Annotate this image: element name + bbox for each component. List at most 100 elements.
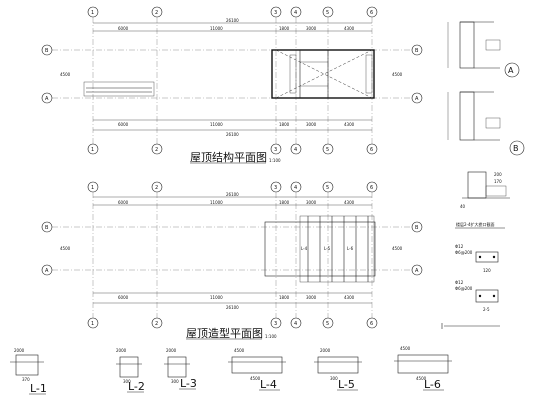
axis-label: 3 xyxy=(274,321,277,327)
plan2-dimensions-bottom: 6000 11000 1800 3000 4300 26100 xyxy=(93,292,372,310)
axis-label: 6 xyxy=(370,321,373,327)
dim-span: 4300 xyxy=(344,122,355,127)
rebar-label: Φ6@200 xyxy=(455,286,473,291)
axis-label: 4 xyxy=(294,147,297,153)
rebar-label: Φ12 xyxy=(455,244,464,249)
dim-label: 4500 xyxy=(234,348,245,353)
axis-label: 2 xyxy=(155,185,158,191)
axis-label: 2 xyxy=(155,147,158,153)
beam-label: L-2 xyxy=(128,380,145,393)
axis-label: A xyxy=(415,96,419,102)
beam-section-l6: 4500 4500 L-6 xyxy=(394,346,452,391)
plan1-dimensions-bottom: 6000 11000 1800 3000 4300 26100 xyxy=(93,119,372,137)
axis-label: 6 xyxy=(370,147,373,153)
plan1-axis-circles-bottom: 1 2 3 4 5 6 xyxy=(87,143,378,155)
beam-tag: L-6 xyxy=(347,246,354,251)
dim-left: 4500 xyxy=(60,246,71,251)
dim-label: 2000 xyxy=(14,348,25,353)
dim-span: 11000 xyxy=(210,122,223,127)
axis-label: 1 xyxy=(91,10,94,16)
axis-label: B xyxy=(415,225,419,231)
axis-label: A xyxy=(45,96,49,102)
detail-note: 楼层2-4扩大檐口截面 xyxy=(456,221,495,227)
dim-span: 1800 xyxy=(279,295,290,300)
detail-section-a: A xyxy=(447,21,520,78)
dim-right: 4500 xyxy=(392,246,403,251)
detail-section-b: B xyxy=(447,91,525,156)
axis-label: 3 xyxy=(274,10,277,16)
rebar-label: Φ12 xyxy=(455,280,464,285)
dim-total: 26100 xyxy=(226,305,239,310)
dim-label: 120 xyxy=(483,268,491,273)
dim-label: 170 xyxy=(494,179,502,184)
axis-label: A xyxy=(415,268,419,274)
plan2-structure: L-4 L-5 L-6 xyxy=(264,215,376,283)
dim-label: 2-5 xyxy=(483,307,490,312)
plan1-dimensions-top: 26100 6000 11000 1800 3000 4300 xyxy=(93,18,372,32)
dim-right: 4500 xyxy=(392,72,403,77)
detail-legend-stub xyxy=(441,323,500,329)
axis-label: B xyxy=(415,48,419,54)
dim-label: 40 xyxy=(460,204,466,209)
beam-tag: L-4 xyxy=(301,246,308,251)
dim-total: 26100 xyxy=(226,132,239,137)
dim-label: 4500 xyxy=(400,346,411,351)
beam-tag: L-5 xyxy=(324,246,331,251)
dim-span: 1800 xyxy=(279,200,290,205)
axis-label: 1 xyxy=(91,185,94,191)
axis-label: 5 xyxy=(326,321,329,327)
dim-span: 6000 xyxy=(118,200,129,205)
axis-label: 3 xyxy=(274,185,277,191)
dim-label: 300 xyxy=(123,379,131,384)
dim-span: 4300 xyxy=(344,200,355,205)
dim-label: 300 xyxy=(330,376,338,381)
axis-label: 1 xyxy=(91,147,94,153)
dim-span: 4300 xyxy=(344,295,355,300)
axis-label: 2 xyxy=(155,321,158,327)
dim-total: 26100 xyxy=(226,192,239,197)
axis-label: 5 xyxy=(326,185,329,191)
dim-label: 4500 xyxy=(416,376,427,381)
dim-span: 1800 xyxy=(279,26,290,31)
plan2-axis-circles-top: 1 2 3 4 5 6 xyxy=(87,181,378,193)
dim-label: 200 xyxy=(494,172,502,177)
detail-rebar-2: Φ12 Φ6@200 2-5 xyxy=(455,280,499,312)
axis-label: 3 xyxy=(274,147,277,153)
axis-label: A xyxy=(45,268,49,274)
dim-span: 4300 xyxy=(344,26,355,31)
axis-label: 6 xyxy=(370,185,373,191)
axis-label: 5 xyxy=(326,10,329,16)
axis-label: B xyxy=(45,225,49,231)
beam-section-l4: 4500 4500 L-4 xyxy=(228,348,286,391)
dim-left: 4500 xyxy=(60,72,71,77)
axis-label: 4 xyxy=(294,321,297,327)
dim-span: 3000 xyxy=(306,122,317,127)
dim-label: 4500 xyxy=(250,376,261,381)
dim-label: 2000 xyxy=(116,348,127,353)
dim-label: 2000 xyxy=(320,348,331,353)
dim-span: 11000 xyxy=(210,26,223,31)
beam-label: L-4 xyxy=(260,378,277,391)
beam-label: L-3 xyxy=(180,377,197,390)
section-label-a: A xyxy=(508,66,514,75)
detail-eave-section: 200 170 40 楼层2-4扩大檐口截面 xyxy=(455,171,510,229)
axis-label: 6 xyxy=(370,10,373,16)
axis-label: 1 xyxy=(91,321,94,327)
axis-label: B xyxy=(45,48,49,54)
plan1-axis-circles-side: B A B A 4500 4500 xyxy=(41,44,423,104)
section-label-b: B xyxy=(513,144,519,153)
plan2-title: 屋顶造型平面图 xyxy=(186,326,263,340)
plan2-axis-circles-bottom: 1 2 3 4 5 6 xyxy=(87,317,378,329)
axis-label: 2 xyxy=(155,10,158,16)
plan2-dimensions-top: 26100 6000 11000 1800 3000 4300 xyxy=(93,192,372,206)
dim-label: 370 xyxy=(22,377,30,382)
beam-section-l1: 2000 370 L-1 xyxy=(10,348,47,395)
plan1-title: 屋顶结构平面图 xyxy=(190,150,267,164)
dim-span: 6000 xyxy=(118,26,129,31)
dim-total: 26100 xyxy=(226,18,239,23)
beam-label: L-1 xyxy=(30,382,47,395)
beam-section-l5: 2000 300 L-5 xyxy=(314,348,362,391)
plan1-structure xyxy=(83,49,375,99)
dim-span: 3000 xyxy=(306,26,317,31)
